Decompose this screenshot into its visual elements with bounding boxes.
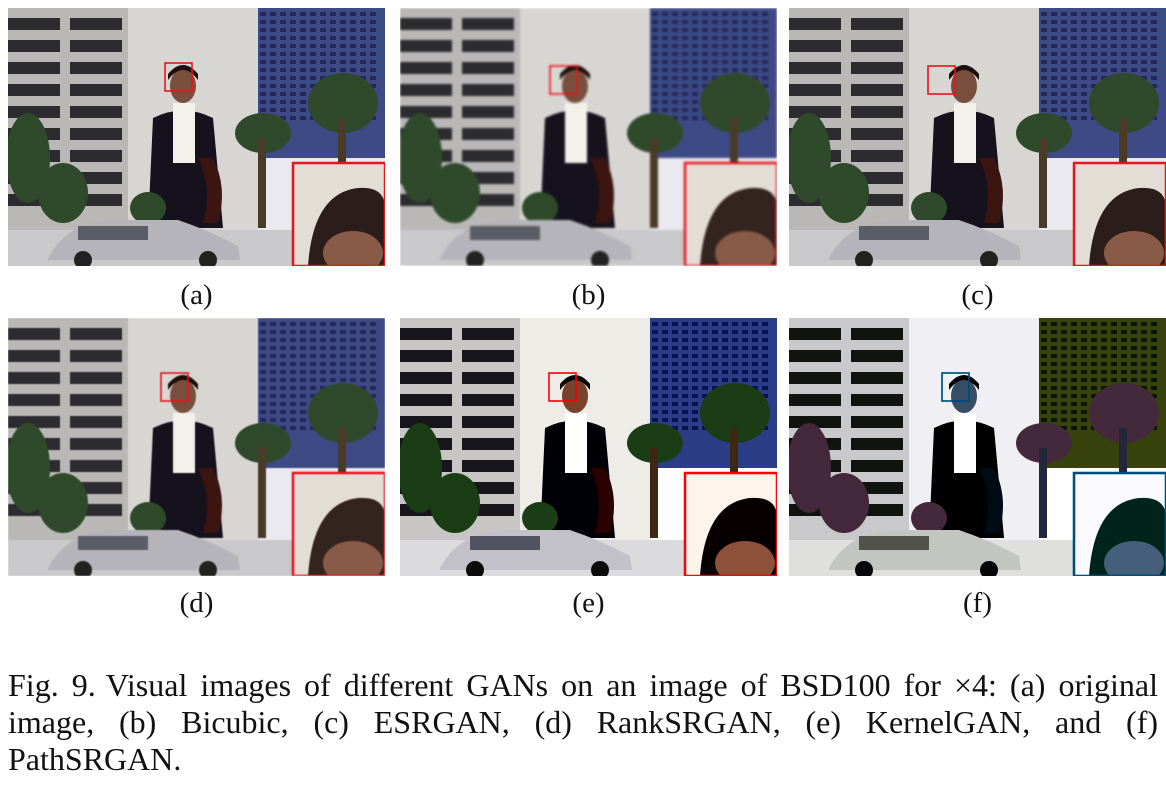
panel-c-image [789, 8, 1166, 266]
panel-d-image [8, 318, 385, 576]
panel-a-image [8, 8, 385, 266]
figure-number: Fig. 9. [8, 667, 96, 703]
panel-e-image [400, 318, 777, 576]
panel-a-label: (a) [180, 279, 213, 311]
panel-c-label: (c) [961, 279, 994, 311]
panel-f-image [789, 318, 1166, 576]
figure-caption-text: Visual images of different GANs on an im… [8, 667, 1158, 777]
panel-b-image [400, 8, 777, 266]
panel-f-label: (f) [963, 587, 992, 619]
panel-e-label: (e) [572, 587, 605, 619]
figure-caption: Fig. 9.Visual images of different GANs o… [8, 667, 1158, 778]
panel-b-label: (b) [571, 279, 606, 311]
panel-d-label: (d) [179, 587, 214, 619]
